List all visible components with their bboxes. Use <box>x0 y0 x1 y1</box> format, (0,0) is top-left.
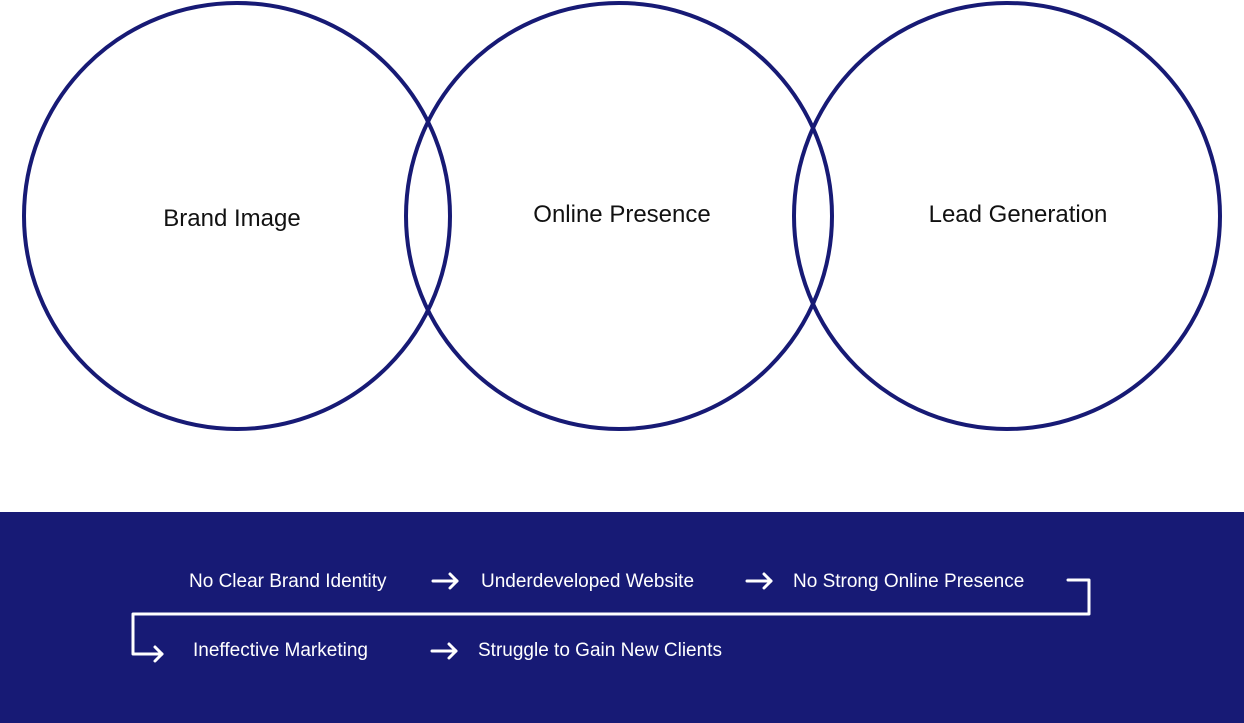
circle-online-presence <box>404 1 834 431</box>
venn-diagram <box>22 1 1222 431</box>
flow-step-2: Underdeveloped Website <box>481 571 695 592</box>
circle-label-online-presence: Online Presence <box>533 201 711 228</box>
arrow-right-icon <box>745 572 773 590</box>
arrow-right-icon <box>431 572 459 590</box>
flow-step-3: No Strong Online Presence <box>793 571 1025 592</box>
flow-step-1: No Clear Brand Identity <box>189 571 387 592</box>
circle-brand-image <box>22 1 452 431</box>
circle-label-lead-generation: Lead Generation <box>928 201 1108 228</box>
arrow-right-icon <box>430 642 458 660</box>
flow-step-5: Struggle to Gain New Clients <box>478 640 722 661</box>
problem-flow-band <box>0 512 1244 723</box>
flow-step-4: Ineffective Marketing <box>193 640 368 661</box>
circle-label-brand-image: Brand Image <box>163 205 301 232</box>
circle-lead-generation <box>792 1 1222 431</box>
wrap-connector-icon <box>131 578 1091 663</box>
